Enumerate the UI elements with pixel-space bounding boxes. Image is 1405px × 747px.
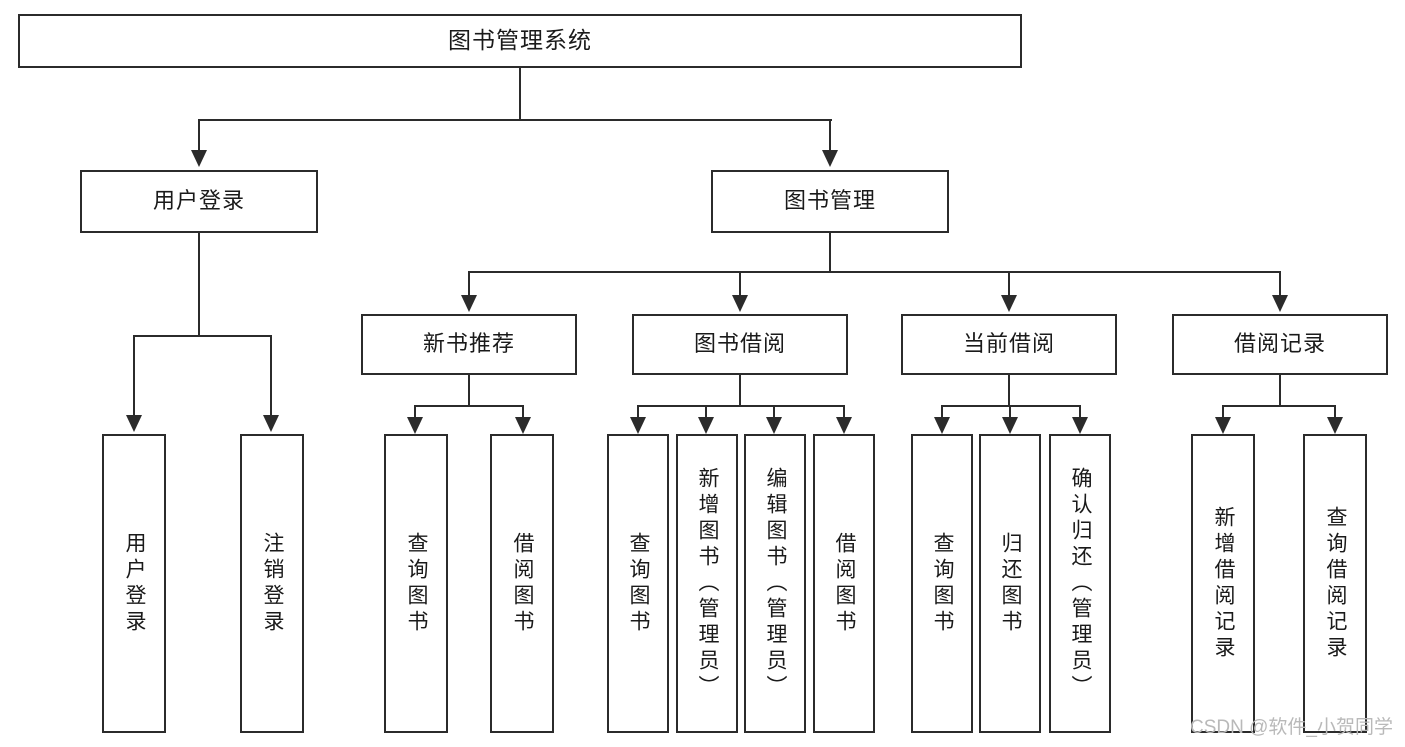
connector-root-to-book-manage (829, 119, 831, 152)
arrow-book-manage-to-record (1272, 295, 1288, 312)
connector-book-borrow-bar (637, 405, 845, 407)
node-label: 当前借阅 (962, 331, 1055, 357)
leaf-query-borrow-record[interactable]: 查询借阅记录 (1303, 434, 1367, 733)
connector-book-manage-to-borrow (739, 271, 741, 297)
connector-borrow-record-stem (1279, 375, 1281, 406)
node-label: 图书管理 (783, 188, 876, 214)
arrow-new-book-to-leaf-2 (515, 417, 531, 434)
connector-current-borrow-bar (941, 405, 1081, 407)
arrow-book-manage-to-borrow (732, 295, 748, 312)
leaf-query-book-borrow[interactable]: 查询图书 (607, 434, 669, 733)
arrow-book-manage-to-new-book (461, 295, 477, 312)
node-label: 归还图书 (999, 531, 1023, 636)
node-root-library-system[interactable]: 图书管理系统 (18, 14, 1022, 68)
node-label: 新书推荐 (422, 331, 515, 357)
arrow-new-book-to-leaf-1 (407, 417, 423, 434)
node-label: 查询图书 (405, 531, 429, 636)
connector-current-borrow-to-leaf-3 (1079, 405, 1081, 419)
connector-book-borrow-to-leaf-2 (705, 405, 707, 419)
arrow-user-login-to-leaf-1 (126, 415, 142, 432)
csdn-watermark: CSDN @软件_小贺同学 (1190, 717, 1393, 738)
leaf-confirm-return-admin[interactable]: 确认归还（管理员） (1049, 434, 1111, 733)
node-label: 借阅图书 (833, 531, 857, 636)
arrow-user-login-to-leaf-2 (263, 415, 279, 432)
arrow-book-manage-to-current (1001, 295, 1017, 312)
leaf-edit-book-admin[interactable]: 编辑图书（管理员） (744, 434, 806, 733)
node-label: 查询图书 (627, 531, 651, 636)
node-label: 新增图书（管理员） (696, 466, 720, 701)
arrow-root-to-book-manage (822, 150, 838, 167)
arrow-current-borrow-to-leaf-2 (1002, 417, 1018, 434)
leaf-return-book[interactable]: 归还图书 (979, 434, 1041, 733)
connector-user-login-stem (198, 233, 200, 336)
connector-book-borrow-stem (739, 375, 741, 406)
node-label: 借阅记录 (1233, 331, 1326, 357)
node-label: 图书借阅 (693, 331, 786, 357)
leaf-query-book-recommend[interactable]: 查询图书 (384, 434, 448, 733)
node-label: 查询借阅记录 (1324, 505, 1348, 662)
leaf-borrow-book-recommend[interactable]: 借阅图书 (490, 434, 554, 733)
node-label: 确认归还（管理员） (1069, 466, 1093, 701)
connector-new-book-stem (468, 375, 470, 406)
node-user-login[interactable]: 用户登录 (80, 170, 318, 233)
node-current-borrow[interactable]: 当前借阅 (901, 314, 1117, 375)
arrow-root-to-user-login (191, 150, 207, 167)
connector-book-borrow-to-leaf-4 (843, 405, 845, 419)
node-label: 查询图书 (931, 531, 955, 636)
arrow-book-borrow-to-leaf-1 (630, 417, 646, 434)
node-label: 用户登录 (152, 188, 245, 214)
connector-user-login-bar (133, 335, 272, 337)
leaf-add-book-admin[interactable]: 新增图书（管理员） (676, 434, 738, 733)
connector-book-manage-to-record (1279, 271, 1281, 297)
node-label: 编辑图书（管理员） (764, 466, 788, 701)
leaf-query-book-current[interactable]: 查询图书 (911, 434, 973, 733)
connector-borrow-record-to-leaf-2 (1334, 405, 1336, 419)
leaf-logout[interactable]: 注销登录 (240, 434, 304, 733)
connector-root-bar (198, 119, 832, 121)
arrow-borrow-record-to-leaf-2 (1327, 417, 1343, 434)
node-label: 图书管理系统 (448, 27, 592, 54)
arrow-current-borrow-to-leaf-3 (1072, 417, 1088, 434)
connector-root-stem (519, 68, 521, 120)
leaf-borrow-book[interactable]: 借阅图书 (813, 434, 875, 733)
connector-new-book-to-leaf-1 (414, 405, 416, 419)
node-label: 新增借阅记录 (1212, 505, 1236, 662)
connector-new-book-to-leaf-2 (522, 405, 524, 419)
node-label: 注销登录 (261, 531, 285, 636)
connector-book-manage-to-new-book (468, 271, 470, 297)
connector-book-manage-bar (468, 271, 1280, 273)
connector-root-to-user-login (198, 119, 200, 152)
leaf-user-login[interactable]: 用户登录 (102, 434, 166, 733)
arrow-current-borrow-to-leaf-1 (934, 417, 950, 434)
connector-user-login-to-leaf-2 (270, 335, 272, 417)
connector-borrow-record-to-leaf-1 (1222, 405, 1224, 419)
node-new-book-recommend[interactable]: 新书推荐 (361, 314, 577, 375)
connector-book-manage-to-current (1008, 271, 1010, 297)
connector-book-manage-stem (829, 233, 831, 272)
connector-current-borrow-stem (1008, 375, 1010, 406)
node-book-borrow[interactable]: 图书借阅 (632, 314, 848, 375)
arrow-book-borrow-to-leaf-3 (766, 417, 782, 434)
node-label: 用户登录 (123, 531, 147, 636)
connector-new-book-bar (414, 405, 524, 407)
node-book-management[interactable]: 图书管理 (711, 170, 949, 233)
connector-book-borrow-to-leaf-1 (637, 405, 639, 419)
leaf-add-borrow-record[interactable]: 新增借阅记录 (1191, 434, 1255, 733)
arrow-book-borrow-to-leaf-2 (698, 417, 714, 434)
arrow-book-borrow-to-leaf-4 (836, 417, 852, 434)
node-borrow-record[interactable]: 借阅记录 (1172, 314, 1388, 375)
connector-book-borrow-to-leaf-3 (773, 405, 775, 419)
arrow-borrow-record-to-leaf-1 (1215, 417, 1231, 434)
connector-user-login-to-leaf-1 (133, 335, 135, 417)
connector-borrow-record-bar (1222, 405, 1336, 407)
node-label: 借阅图书 (511, 531, 535, 636)
connector-current-borrow-to-leaf-2 (1009, 405, 1011, 419)
connector-current-borrow-to-leaf-1 (941, 405, 943, 419)
